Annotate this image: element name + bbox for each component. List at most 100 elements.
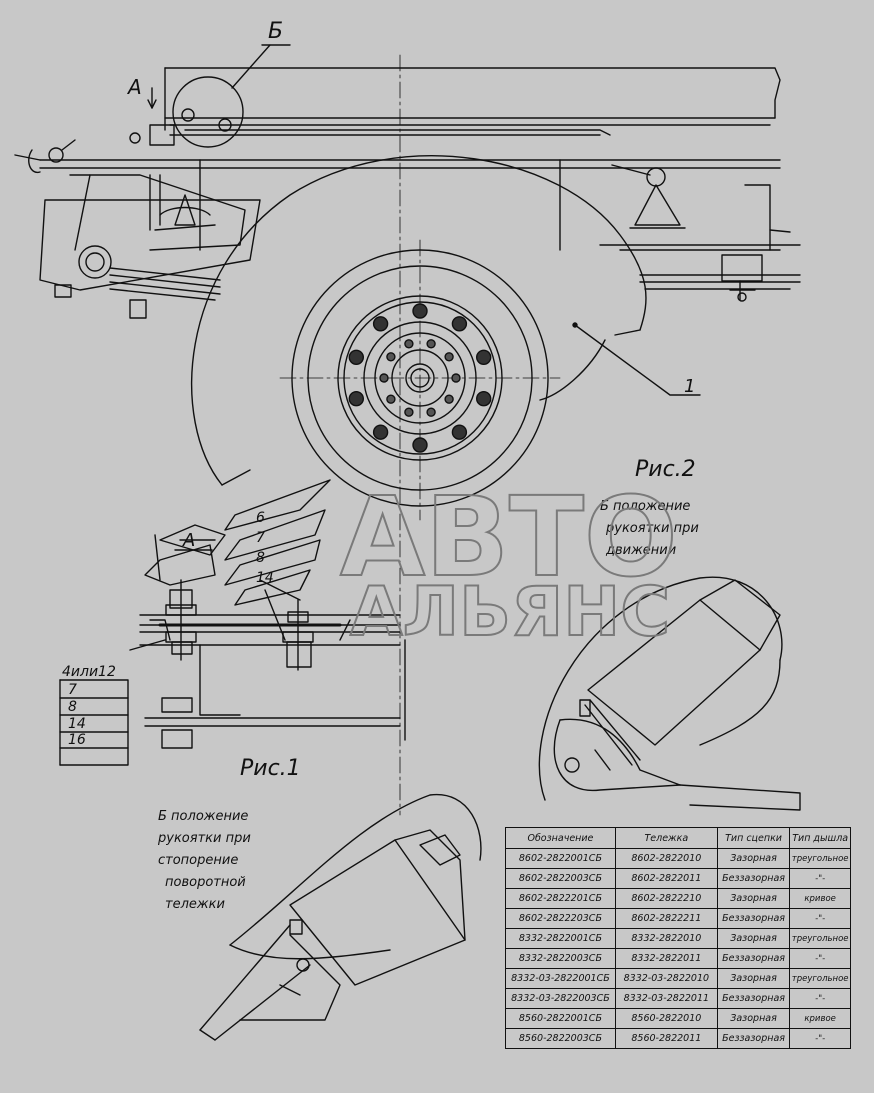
lug-nut [372, 424, 389, 440]
cell-designation: 8560-2822001СБ [505, 1008, 616, 1029]
fig2-caption-line1: Б положение [600, 499, 690, 514]
fender [191, 155, 647, 486]
label-stack-8: 8 [256, 550, 265, 566]
cell-coupling: Зазорная [716, 968, 791, 989]
cell-designation: 8332-03-2822003СБ [505, 988, 616, 1009]
lower-detail [199, 794, 482, 1041]
header-coupling-type: Тип сцепки [716, 827, 791, 849]
wheel [279, 54, 561, 816]
cell-coupling: Беззазорная [716, 948, 791, 969]
lug-nut [476, 349, 492, 365]
fig1-section [129, 479, 406, 749]
watermark: АВТО АЛЬЯНС [339, 472, 679, 653]
cell-coupling: Зазорная [716, 928, 791, 949]
cell-coupling: Беззазорная [716, 988, 791, 1009]
hub-bolt [426, 339, 436, 349]
lower-caption-line2: рукоятки при [157, 831, 251, 846]
lower-caption-line3: стопорение [158, 853, 238, 868]
cell-drawbar: треугольное [789, 928, 851, 949]
header-drawbar-type: Тип дышла [789, 827, 851, 849]
hook-assembly [14, 139, 147, 319]
support-triangle-right [611, 164, 686, 229]
hub-bolt [404, 339, 414, 349]
cell-bogie: 8332-2822011 [614, 948, 718, 969]
view-arrow-a [147, 87, 157, 109]
cell-coupling: Зазорная [716, 848, 791, 869]
cell-designation: 8560-2822003СБ [505, 1028, 616, 1049]
parts-list-item-5: 16 [68, 732, 86, 748]
cell-designation: 8602-2822201СБ [505, 888, 616, 909]
hub-bolt [444, 394, 454, 404]
cell-bogie: 8560-2822010 [614, 1008, 718, 1029]
cell-drawbar: кривое [789, 1008, 851, 1029]
header-bogie: Тележка [614, 827, 718, 849]
parts-list-item-3: 8 [68, 699, 77, 715]
detail-b-callout [129, 44, 291, 148]
lower-caption-line1: Б положение [158, 809, 248, 824]
hub-bolt [386, 394, 396, 404]
lug-nut [451, 424, 468, 440]
cell-designation: 8332-2822003СБ [505, 948, 616, 969]
cell-coupling: Беззазорная [716, 1028, 791, 1049]
cell-designation: 8602-2822203СБ [505, 908, 616, 929]
cell-drawbar: -"- [789, 988, 851, 1009]
cell-drawbar: -"- [789, 868, 851, 889]
parts-list-frame [59, 679, 129, 766]
cell-drawbar: -"- [789, 948, 851, 969]
cell-coupling: Беззазорная [716, 908, 791, 929]
cell-bogie: 8602-2822010 [614, 848, 718, 869]
hub-bolt [386, 352, 396, 362]
watermark-line2: АЛЬЯНС [350, 573, 670, 652]
chassis-frame [39, 67, 801, 291]
spec-table: Обозначение Тележка Тип сцепки Тип дышла… [505, 827, 851, 1049]
cell-coupling: Зазорная [716, 1008, 791, 1029]
label-fig1: Рис.1 [240, 756, 301, 781]
cell-bogie: 8602-2822210 [614, 888, 718, 909]
cell-bogie: 8602-2822211 [614, 908, 718, 929]
cell-bogie: 8332-03-2822011 [614, 988, 718, 1009]
lug-nut [412, 437, 428, 453]
part-1-leader [572, 322, 701, 396]
lug-nut [348, 391, 364, 407]
parts-list-item-1: 4или12 [62, 664, 116, 680]
cell-designation: 8602-2822003СБ [505, 868, 616, 889]
leaf-spring [109, 267, 801, 301]
label-detail-a: А [182, 530, 195, 551]
lug-nut [476, 391, 492, 407]
parts-list-item-4: 14 [68, 716, 86, 732]
parts-list-item-2: 7 [68, 682, 77, 698]
label-part-1: 1 [684, 376, 695, 397]
lug-nut [412, 303, 428, 319]
label-fig2: Рис.2 [635, 457, 696, 482]
hub-bolt [404, 407, 414, 417]
fig2-caption-line2: рукоятки при [605, 521, 699, 536]
cell-drawbar: -"- [789, 1028, 851, 1049]
lower-caption-line5: тележки [165, 897, 225, 912]
fig2-caption-line3: движении [605, 543, 676, 558]
label-stack-6: 6 [256, 510, 265, 526]
cell-coupling: Зазорная [716, 888, 791, 909]
cell-bogie: 8560-2822011 [614, 1028, 718, 1049]
cell-designation: 8332-03-2822001СБ [505, 968, 616, 989]
cell-designation: 8332-2822001СБ [505, 928, 616, 949]
watermark-line1: АВТО [340, 473, 678, 601]
hub-bolt [451, 373, 461, 383]
cell-drawbar: треугольное [789, 848, 851, 869]
header-designation: Обозначение [505, 827, 616, 849]
label-view-b-top: Б [268, 19, 283, 44]
fig2-detail [538, 576, 801, 811]
cell-coupling: Беззазорная [716, 868, 791, 889]
lug-nut [372, 316, 389, 332]
cell-drawbar: треугольное [789, 968, 851, 989]
hub-bolt [444, 352, 454, 362]
